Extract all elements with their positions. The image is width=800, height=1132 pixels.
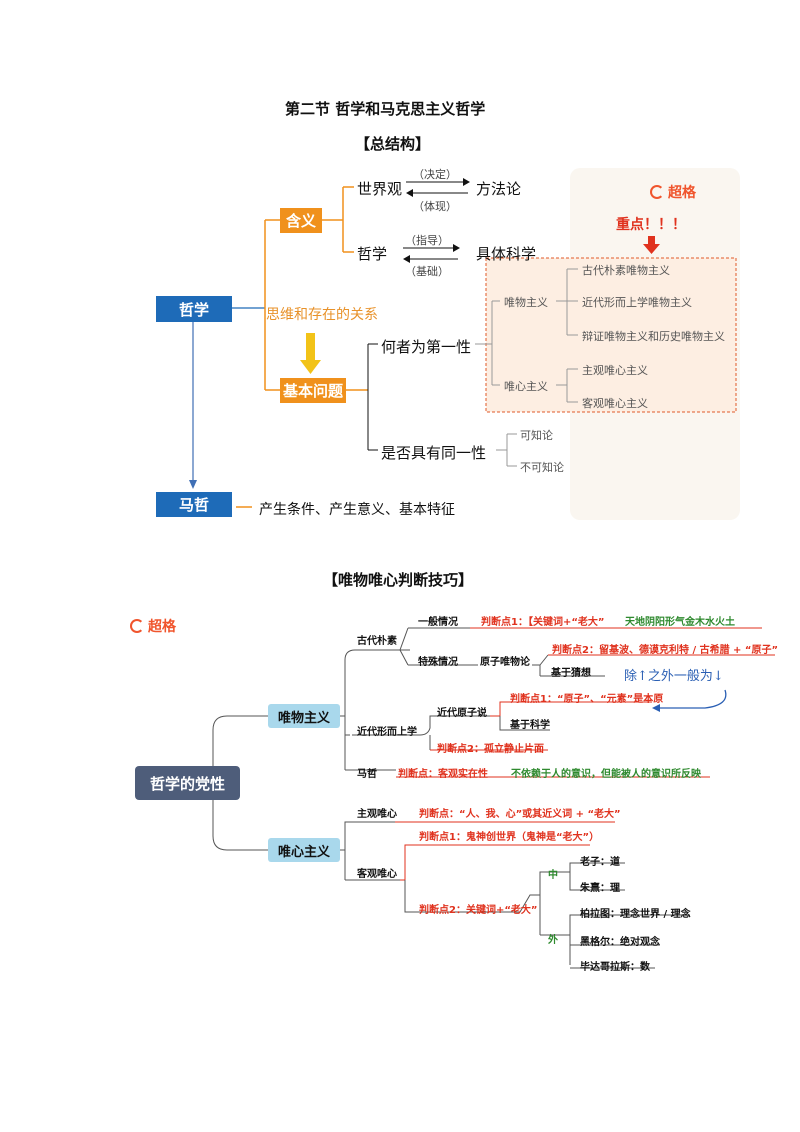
node-meaning: 含义 bbox=[280, 208, 322, 233]
modern-judge-1: 判断点1：“原子”、“元素”是本原 bbox=[510, 694, 664, 705]
logo-icon bbox=[130, 619, 144, 633]
general-judge: 判断点1：【关键词+“老大” bbox=[481, 617, 605, 628]
general-example: 天地阴阳形气金木水火土 bbox=[625, 617, 735, 628]
unknowable-label: 不可知论 bbox=[520, 461, 564, 474]
philosophy-label: 哲学 bbox=[357, 245, 388, 263]
marx-desc: 不依赖于人的意识，但能被人的意识所反映 bbox=[511, 769, 701, 780]
guess-label: 基于猜想 bbox=[551, 668, 591, 679]
exception-note: 除↑之外一般为↓ bbox=[624, 669, 724, 684]
subjective-judge: 判断点：“人、我、心”或其近义词 + “老大” bbox=[419, 809, 621, 820]
concrete-science-label: 具体科学 bbox=[476, 245, 537, 263]
node-materialism: 唯物主义 bbox=[268, 704, 340, 728]
ide-item-1: 主观唯心主义 bbox=[582, 364, 648, 377]
marx-judge: 判断点：客观实在性 bbox=[398, 769, 488, 780]
mat-item-3: 辩证唯物主义和历史唯物主义 bbox=[582, 330, 725, 343]
mat-item-1: 古代朴素唯物主义 bbox=[582, 264, 670, 277]
methodology-label: 方法论 bbox=[476, 180, 522, 198]
relation-note: 思维和存在的关系 bbox=[266, 307, 378, 323]
modern-atom-label: 近代原子说 bbox=[437, 708, 487, 719]
embody-label: （体现） bbox=[413, 200, 457, 213]
foreign-item-2: 黑格尔：绝对观念 bbox=[580, 937, 660, 948]
decide-label: （决定） bbox=[413, 168, 457, 181]
china-label: 中 bbox=[548, 870, 558, 881]
node-marxism: 马哲 bbox=[156, 492, 232, 517]
node-party-nature: 哲学的党性 bbox=[135, 766, 240, 800]
foreign-label: 外 bbox=[548, 935, 558, 946]
worldview-label: 世界观 bbox=[357, 180, 403, 198]
science-label: 基于科学 bbox=[510, 720, 550, 731]
atomism-label: 原子唯物论 bbox=[480, 657, 530, 668]
guide-label: （指导） bbox=[405, 234, 449, 247]
logo-top: 超格 bbox=[650, 182, 696, 202]
china-item-2: 朱熹：理 bbox=[580, 883, 620, 894]
ide-item-2: 客观唯心主义 bbox=[582, 397, 648, 410]
marxism-desc: 产生条件、产生意义、基本特征 bbox=[259, 502, 455, 518]
objective-label: 客观唯心 bbox=[357, 869, 397, 880]
general-label: 一般情况 bbox=[418, 617, 458, 628]
modern-judge-2: 判断点2：孤立静止片面 bbox=[437, 744, 544, 755]
foreign-item-3: 毕达哥拉斯：数 bbox=[580, 962, 650, 973]
foreign-item-1: 柏拉图：理念世界 / 理念 bbox=[580, 909, 691, 920]
china-item-1: 老子：道 bbox=[580, 857, 620, 868]
knowable-label: 可知论 bbox=[520, 429, 553, 442]
idealism-label: 唯心主义 bbox=[504, 380, 548, 393]
first-nature-question: 何者为第一性 bbox=[381, 338, 472, 356]
objective-judge-1: 判断点1：鬼神创世界（鬼神是“老大”） bbox=[419, 832, 600, 843]
mat-item-2: 近代形而上学唯物主义 bbox=[582, 296, 692, 309]
special-label: 特殊情况 bbox=[418, 657, 458, 668]
subjective-label: 主观唯心 bbox=[357, 809, 397, 820]
identity-question: 是否具有同一性 bbox=[381, 444, 487, 462]
page-title: 第二节 哲学和马克思主义哲学 bbox=[285, 100, 486, 118]
node-basic-question: 基本问题 bbox=[280, 378, 346, 403]
structure-subtitle: 【总结构】 bbox=[355, 135, 431, 153]
logo-bottom: 超格 bbox=[130, 616, 176, 636]
node-idealism: 唯心主义 bbox=[268, 838, 340, 862]
special-judge: 判断点2：留基波、德谟克利特 / 古希腊 + “原子” bbox=[552, 645, 779, 656]
materialism-label: 唯物主义 bbox=[504, 296, 548, 309]
key-note: 重点！！！ bbox=[616, 217, 686, 233]
node-philosophy: 哲学 bbox=[156, 296, 232, 322]
objective-judge-2: 判断点2：关键词+“老大” bbox=[419, 905, 538, 916]
basis-label: （基础） bbox=[405, 265, 449, 278]
technique-subtitle: 【唯物唯心判断技巧】 bbox=[323, 571, 474, 589]
modern-label: 近代形而上学 bbox=[357, 727, 417, 738]
ancient-label: 古代朴素 bbox=[357, 636, 397, 647]
marx-label: 马哲 bbox=[357, 769, 377, 780]
logo-icon bbox=[650, 185, 664, 199]
